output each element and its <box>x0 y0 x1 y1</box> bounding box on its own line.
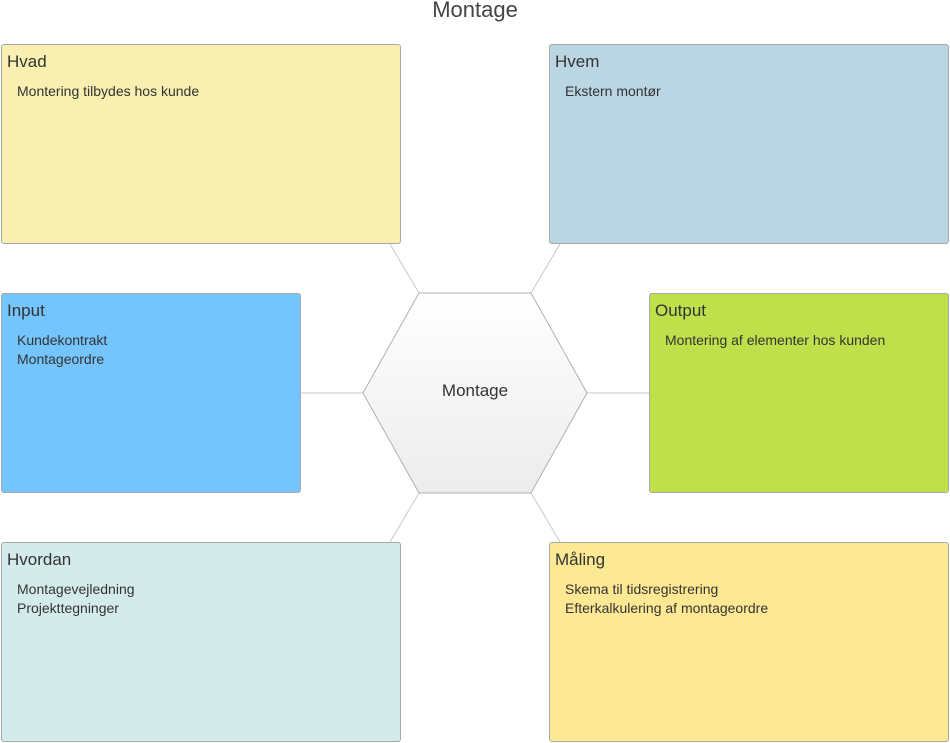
list-item: Montering af elementer hos kunden <box>665 332 886 348</box>
box-items: Ekstern montør <box>565 82 661 101</box>
box-heading: Hvad <box>7 52 47 71</box>
box-items: Montering af elementer hos kunden <box>665 331 885 350</box>
box-output: Output Montering af elementer hos kunden <box>649 293 949 493</box>
box-hvem: Hvem Ekstern montør <box>549 44 949 244</box>
diagram-title: Montage <box>432 0 518 22</box>
connector-hvem <box>530 243 561 294</box>
center-label: Montage <box>441 381 509 400</box>
box-items: Skema til tidsregistrering Efterkalkuler… <box>565 580 768 618</box>
box-items: Kundekontrakt Montageordre <box>17 331 107 369</box>
list-item: Montering tilbydes hos kunde <box>17 83 200 99</box>
box-heading: Input <box>7 301 45 320</box>
box-items: Montagevejledning Projekttegninger <box>17 580 135 618</box>
box-heading: Output <box>655 301 707 320</box>
list-item: Projekttegninger <box>17 600 119 616</box>
list-item: Efterkalkulering af montageordre <box>565 600 769 616</box>
list-item: Kundekontrakt <box>17 332 108 348</box>
box-input: Input Kundekontrakt Montageordre <box>1 293 301 493</box>
box-maaling: Måling Skema til tidsregistrering Efterk… <box>549 542 949 742</box>
box-hvad: Hvad Montering tilbydes hos kunde <box>1 44 401 244</box>
list-item: Montageordre <box>17 351 105 367</box>
box-heading: Hvordan <box>7 550 72 569</box>
list-item: Skema til tidsregistrering <box>565 581 719 597</box>
box-heading: Hvem <box>555 52 600 71</box>
connector-hvordan <box>389 492 420 543</box>
list-item: Ekstern montør <box>565 83 661 99</box>
box-heading: Måling <box>555 550 606 569</box>
box-hvordan: Hvordan Montagevejledning Projekttegning… <box>1 542 401 742</box>
list-item: Montagevejledning <box>17 581 135 597</box>
connector-hvad <box>389 243 420 294</box>
connector-maaling <box>530 492 561 543</box>
box-items: Montering tilbydes hos kunde <box>17 82 199 101</box>
center-hexagon <box>362 292 588 494</box>
